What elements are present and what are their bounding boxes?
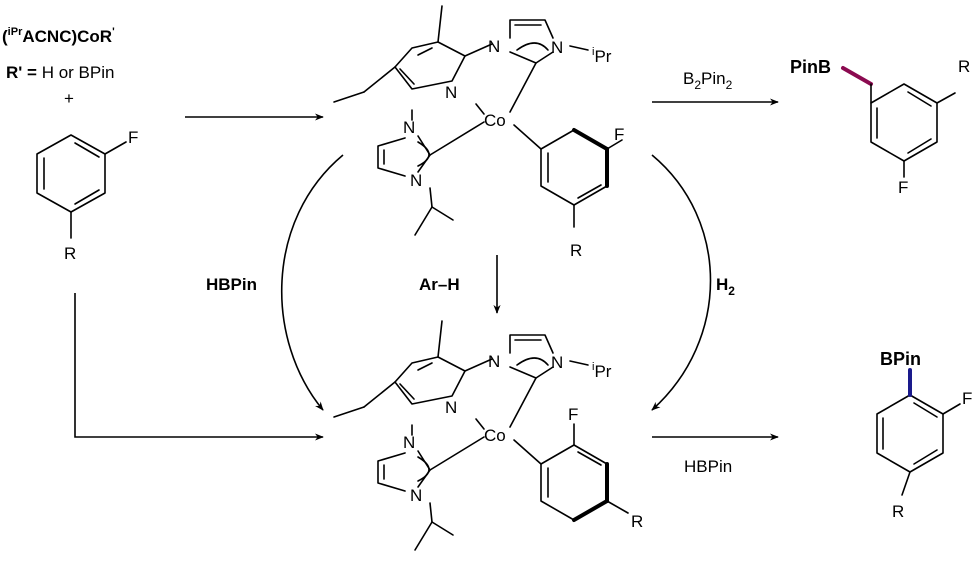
bottom-product-f-label: F: [962, 389, 972, 408]
bottom-product-ortho-boryl: BPin F R: [876, 349, 972, 521]
bottom-aryl-r: R: [631, 512, 643, 531]
top-product-r-label: R: [958, 57, 970, 76]
arrow-h2-right-curve: [651, 154, 712, 411]
bottom-ipr-label: iPr: [592, 361, 612, 381]
substrate-fluoroarene: F R: [36, 128, 138, 263]
top-product-meta-boryl: PinB R F: [790, 57, 970, 197]
h2-label: H2: [716, 275, 735, 298]
hbpin-left-label: HBPin: [206, 275, 257, 294]
svg-text:(iPrACNC)CoR': (iPrACNC)CoR': [2, 26, 115, 46]
top-product-cb-bond: [841, 66, 873, 86]
plus-sign: +: [64, 89, 74, 108]
top-aryl-r: R: [570, 241, 582, 260]
top-aryl-f: F: [614, 125, 624, 144]
bottom-imid-n2: N: [551, 353, 563, 372]
bottom-product-bpin-label: BPin: [880, 349, 921, 369]
bottom-imid-n1: N: [488, 352, 500, 371]
bottom-product-r-label: R: [892, 502, 904, 521]
top-product-pinb-label: PinB: [790, 57, 831, 77]
top-imid-n1: N: [488, 37, 500, 56]
top-cobalt-complex: N N N iPr N N Co F R: [333, 5, 624, 260]
substrate-r-label: R: [64, 244, 76, 263]
top-pyridine-n: N: [445, 83, 457, 102]
arrow-to-bottom-complex: [74, 293, 324, 441]
bottom-imid-n4: N: [410, 486, 422, 505]
bottom-imid-n3: N: [403, 433, 415, 452]
top-product-f-label: F: [898, 178, 908, 197]
arrow-hbpin-left-curve: [280, 154, 344, 411]
top-co-label: Co: [484, 111, 506, 130]
arh-label: Ar–H: [419, 275, 460, 294]
hbpin-bottom-label: HBPin: [684, 457, 732, 476]
b2pin2-label: B2Pin2: [683, 69, 733, 92]
top-ipr-label: iPr: [592, 46, 612, 66]
top-imid-n4: N: [410, 171, 422, 190]
top-imid-n3: N: [403, 118, 415, 137]
bottom-co-label: Co: [484, 426, 506, 445]
bottom-aryl-f: F: [568, 405, 578, 424]
substrate-f-label: F: [128, 128, 138, 147]
catalyst-label: (iPrACNC)CoR': [2, 26, 115, 46]
top-imid-n2: N: [551, 38, 563, 57]
bottom-pyridine-n: N: [445, 398, 457, 417]
bottom-cobalt-complex: N N N iPr N N Co F R: [333, 320, 643, 551]
r-prime-definition: R' = H or BPin: [6, 63, 114, 82]
